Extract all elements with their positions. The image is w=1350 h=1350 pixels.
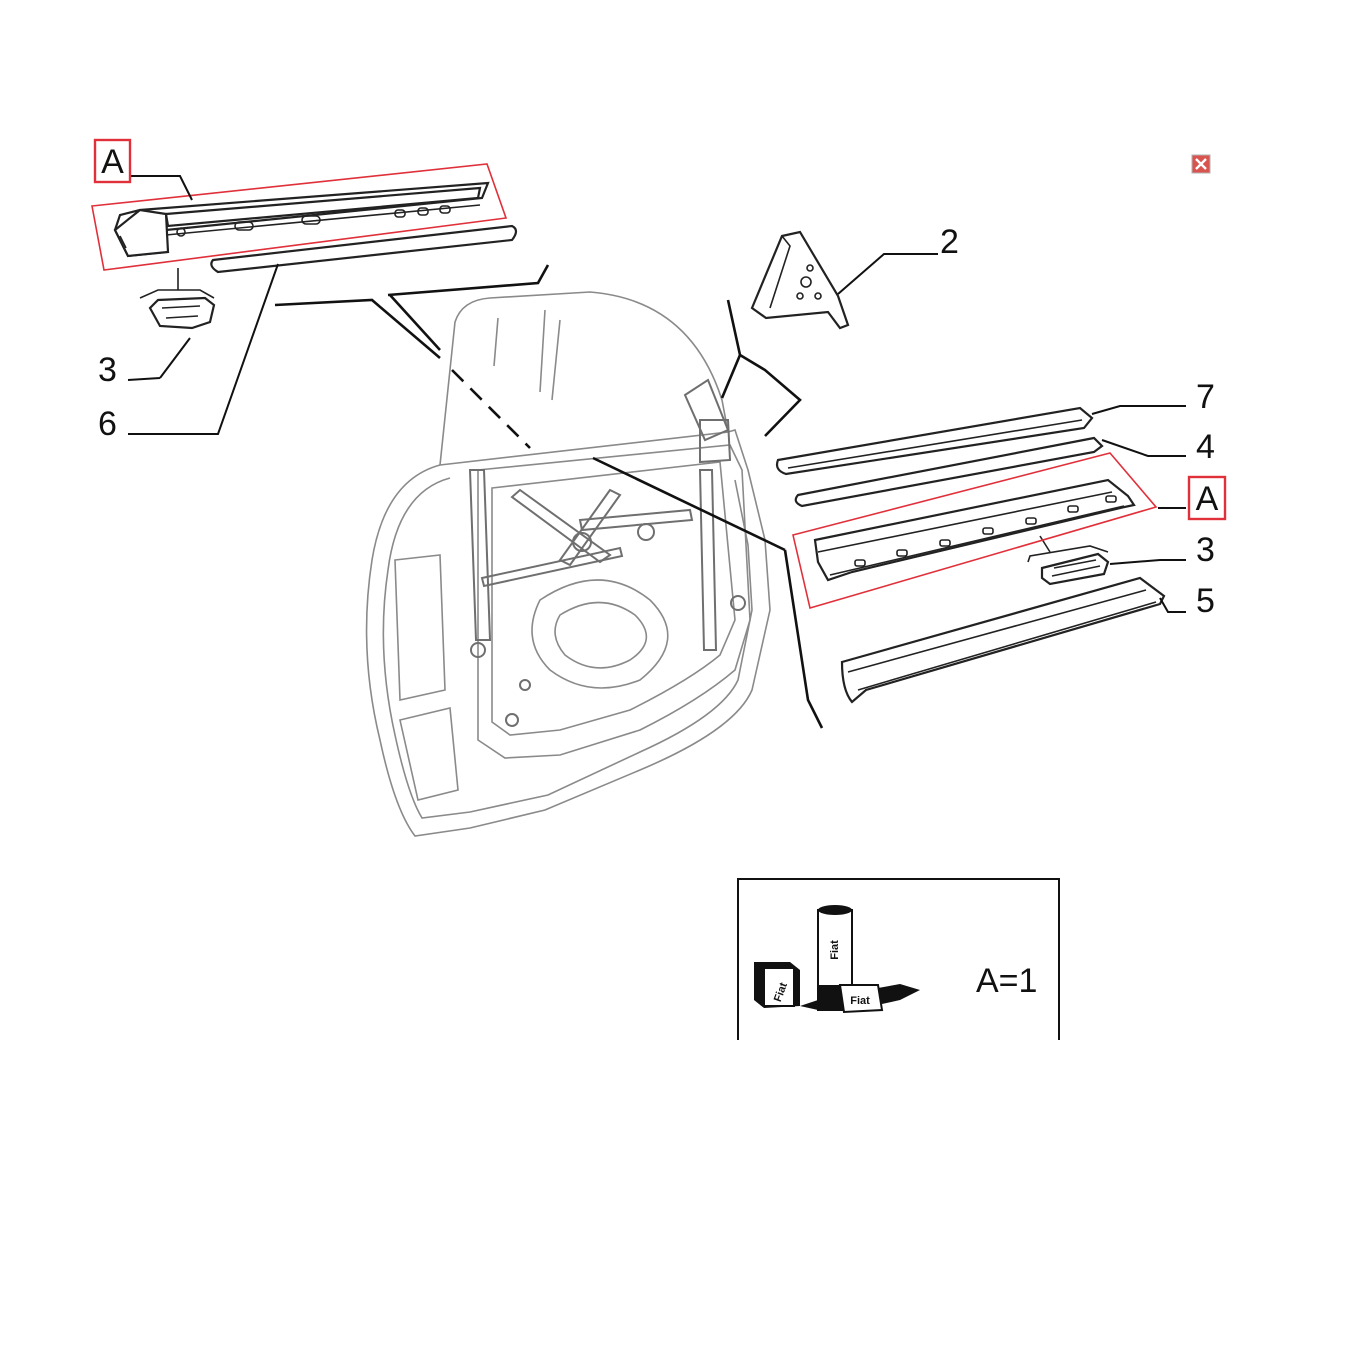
callout-a-top-left-box bbox=[93, 138, 132, 184]
callout-7: 7 bbox=[1196, 378, 1215, 416]
highlight-boxes bbox=[91, 163, 1158, 610]
callout-4: 4 bbox=[1196, 428, 1215, 466]
callout-labels: A A 2 3 6 7 4 3 5 bbox=[93, 138, 1227, 620]
part-2-triangle-bracket bbox=[750, 230, 850, 330]
leader-lines bbox=[127, 175, 1186, 613]
left-rail-assembly bbox=[113, 181, 518, 330]
callout-a-right: A bbox=[1196, 480, 1219, 518]
callout-5: 5 bbox=[1196, 582, 1215, 620]
callout-3-right: 3 bbox=[1196, 531, 1215, 569]
door-assembly bbox=[365, 291, 771, 837]
exploded-view-lines bbox=[274, 264, 824, 729]
close-button[interactable] bbox=[1191, 154, 1211, 174]
kit-quantity-label: A=1 bbox=[976, 962, 1037, 1000]
highlight-box-right bbox=[792, 452, 1158, 610]
callout-2: 2 bbox=[940, 223, 959, 261]
fiat-product-icon: Fiat Fiat Fiat bbox=[754, 905, 920, 1014]
brand-label-right: Fiat bbox=[850, 995, 870, 1007]
callout-a-top-left: A bbox=[101, 143, 124, 181]
highlight-box-left bbox=[91, 163, 508, 271]
window-regulator bbox=[468, 378, 746, 727]
right-parts-stack bbox=[775, 406, 1166, 704]
brand-label-tube: Fiat bbox=[829, 940, 841, 960]
callout-6: 6 bbox=[98, 405, 117, 443]
callout-3-left: 3 bbox=[98, 351, 117, 389]
callout-a-right-box bbox=[1187, 475, 1227, 521]
kit-legend-box: Fiat Fiat Fiat A=1 bbox=[737, 878, 1060, 1040]
